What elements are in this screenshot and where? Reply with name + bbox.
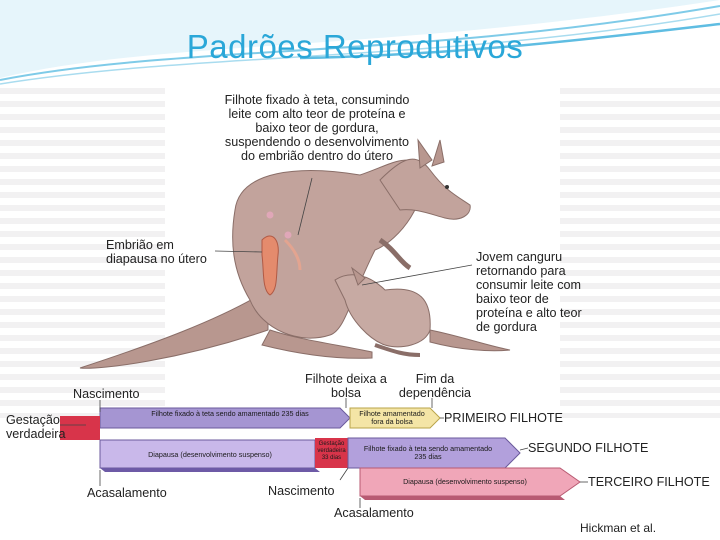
bar1-attached-text: Filhote fixado à teta sendo amamentado 2…	[140, 410, 320, 418]
label-first-offspring: PRIMEIRO FILHOTE	[444, 411, 563, 425]
callout-embryo-diapause: Embrião em diapausa no útero	[106, 238, 218, 266]
callout-attached-offspring: Filhote fixado à teta, consumindo leite …	[222, 93, 412, 163]
label-true-gestation: Gestação verdadeira	[6, 413, 70, 441]
callout-returning-joey: Jovem canguru retornando para consumir l…	[476, 250, 588, 334]
label-leaves-pouch: Filhote deixa a bolsa	[296, 372, 396, 400]
bar2-diapause-text: Diapausa (desenvolvimento suspenso)	[120, 451, 300, 459]
label-third-offspring: TERCEIRO FILHOTE	[588, 475, 710, 489]
label-birth-top: Nascimento	[73, 387, 140, 401]
label-second-offspring: SEGUNDO FILHOTE	[528, 441, 648, 455]
bar2-gestation-text: Gestação verdadeira 33 dias	[315, 441, 348, 462]
bar2-attached-text: Filhote fixado à teta sendo amamentado 2…	[358, 445, 498, 461]
label-mating-left: Acasalamento	[87, 486, 167, 500]
label-mating-bottom: Acasalamento	[334, 506, 414, 520]
credit-text: Hickman et al.	[580, 521, 656, 535]
bar3-diapause-text: Diapausa (desenvolvimento suspenso)	[380, 478, 550, 486]
bar1-outside-text: Filhote amamentado fora da bolsa	[356, 410, 428, 426]
label-birth-bottom: Nascimento	[268, 484, 335, 498]
label-end-dependence: Fim da dependência	[390, 372, 480, 400]
